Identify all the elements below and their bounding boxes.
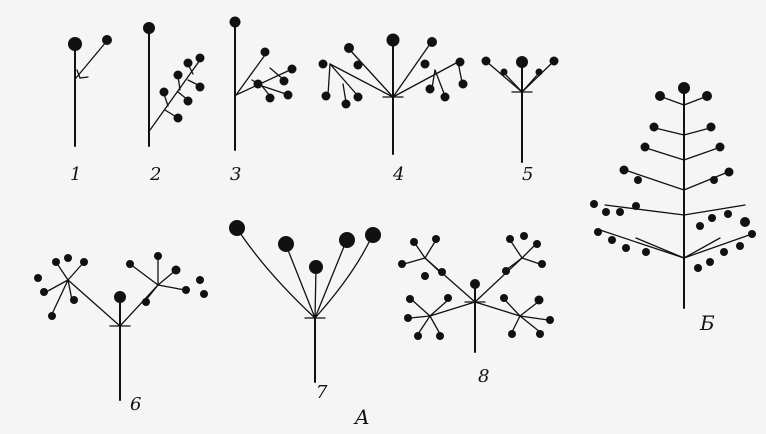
diagram-8: [398, 232, 554, 353]
diagram-2: [143, 22, 205, 147]
diagram-4: [318, 33, 468, 155]
label-diagram-3: 3: [230, 164, 242, 185]
label-diagram-2: 2: [150, 164, 162, 185]
label-diagram-6: 6: [130, 394, 142, 415]
diagram-6: [34, 252, 208, 401]
label-diagram-5: 5: [522, 164, 534, 185]
label-group-a: A: [355, 405, 370, 429]
diagram-1: [68, 35, 112, 147]
label-diagram-8: 8: [478, 366, 490, 387]
label-group-b: Б: [700, 311, 715, 335]
diagram-5: [481, 56, 559, 163]
diagram-b-panicle: [590, 82, 756, 309]
label-diagram-1: 1: [70, 164, 82, 185]
label-diagram-4: 4: [393, 164, 405, 185]
diagram-3: [229, 16, 297, 151]
label-diagram-7: 7: [316, 382, 328, 403]
diagram-7: [229, 220, 381, 383]
